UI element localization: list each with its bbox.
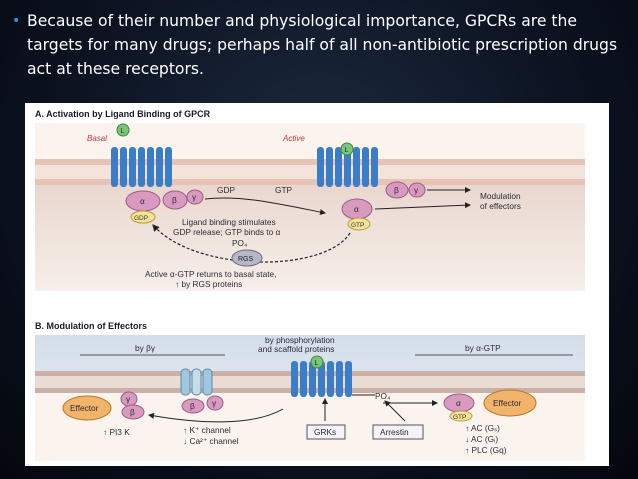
gdp-released-label: GDP	[217, 185, 235, 195]
svg-text:γ: γ	[192, 192, 197, 202]
arrestin-arrow	[384, 400, 406, 422]
by-bg-label: by βγ	[135, 343, 156, 353]
by-phos-line2: and scaffold proteins	[258, 344, 334, 354]
svg-text:α: α	[456, 398, 461, 408]
active-receptor	[317, 147, 378, 187]
rgs-protein: RGS	[231, 249, 263, 267]
po4-label-a: PO₄	[232, 238, 248, 248]
bullet-point: • Because of their number and physiologi…	[12, 9, 628, 81]
svg-text:Effector: Effector	[70, 403, 99, 413]
membrane-core	[35, 165, 585, 179]
pi3k-label: ↑ PI3 K	[103, 427, 130, 437]
alpha-to-effector-arrow	[374, 202, 471, 210]
svg-text:β: β	[130, 407, 135, 417]
po4-label-b: PO₄	[375, 391, 391, 401]
k-channel-label: ↑ K⁺ channel	[183, 425, 231, 435]
svg-text:γ: γ	[414, 185, 419, 195]
svg-text:Effector: Effector	[493, 398, 522, 408]
svg-text:RGS: RGS	[238, 256, 254, 263]
active-alpha-gtp: α GTP	[341, 198, 373, 231]
ligand-note-line2: GDP release; GTP binds to α	[173, 227, 281, 237]
activation-arrow	[204, 197, 326, 215]
svg-text:GRKs: GRKs	[314, 427, 336, 437]
svg-text:Arrestin: Arrestin	[380, 427, 409, 437]
gtp-bound-label: GTP	[275, 185, 293, 195]
svg-text:GDP: GDP	[134, 215, 148, 222]
svg-text:α: α	[140, 196, 145, 206]
right-alpha-gtp: α GTP	[443, 393, 475, 422]
panel-a-title: A. Activation by Ligand Binding of GPCR	[35, 109, 211, 119]
svg-text:β: β	[394, 185, 399, 195]
membrane-top	[35, 159, 585, 165]
effector-left: Effector	[62, 395, 112, 421]
active-label: Active	[282, 134, 305, 143]
svg-text:GTP: GTP	[453, 414, 466, 421]
effector-right: Effector	[483, 389, 537, 417]
panel-b-title: B. Modulation of Effectors	[35, 321, 147, 331]
receptor-to-bg-arrow	[148, 408, 284, 423]
plc-gq-label: ↑ PLC (Gq)	[465, 445, 507, 455]
svg-text:α: α	[354, 204, 359, 214]
by-phos-line1: by phosphorylation	[265, 335, 335, 345]
return-note-line2: ↑ by RGS proteins	[175, 279, 242, 289]
panel-b: B. Modulation of Effectors by βγ by phos…	[35, 321, 585, 461]
ligand-note-line1: Ligand binding stimulates	[182, 217, 276, 227]
ac-gi-label: ↓ AC (Gᵢ)	[465, 434, 498, 444]
phosphorylated-receptor	[291, 361, 352, 397]
svg-text:L: L	[315, 360, 319, 367]
membrane-bottom	[35, 179, 585, 185]
gpcr-figure: A. Activation by Ligand Binding of GPCR …	[25, 103, 609, 466]
basal-label: Basal	[87, 134, 107, 143]
modulation-line2: of effectors	[480, 201, 521, 211]
svg-text:γ: γ	[126, 394, 131, 404]
bullet-text: Because of their number and physiologica…	[27, 12, 618, 78]
by-agtp-label: by α-GTP	[465, 343, 501, 353]
ligand-bound-icon: L	[340, 142, 354, 156]
basal-g-protein: α β γ GDP	[125, 189, 204, 224]
svg-text:β: β	[190, 401, 195, 411]
gpcr-diagram: A. Activation by Ligand Binding of GPCR …	[35, 109, 585, 461]
ligand-b-icon: L	[310, 355, 324, 369]
active-beta-gamma: β γ	[385, 181, 426, 199]
ca-channel-label: ↓ Ca²⁺ channel	[183, 436, 239, 446]
svg-text:L: L	[121, 128, 125, 135]
svg-text:GTP: GTP	[351, 222, 364, 229]
modulation-line1: Modulation	[480, 191, 521, 201]
arrestin-box: Arrestin	[372, 424, 424, 440]
ac-gs-label: ↑ AC (Gₛ)	[465, 423, 500, 433]
svg-text:β: β	[172, 195, 177, 205]
bullet-dot-icon: •	[12, 13, 21, 29]
svg-text:L: L	[345, 147, 349, 154]
return-note-line1: Active α-GTP returns to basal state,	[145, 269, 276, 279]
basal-receptor	[111, 147, 172, 187]
svg-text:γ: γ	[212, 398, 217, 408]
grks-box: GRKs	[306, 424, 346, 440]
left-beta-gamma: γ β	[120, 391, 145, 420]
channel-beta-gamma: β γ	[181, 395, 224, 414]
panel-a: A. Activation by Ligand Binding of GPCR …	[35, 109, 585, 291]
ion-channel	[180, 368, 213, 396]
ligand-free-icon: L	[116, 123, 130, 137]
